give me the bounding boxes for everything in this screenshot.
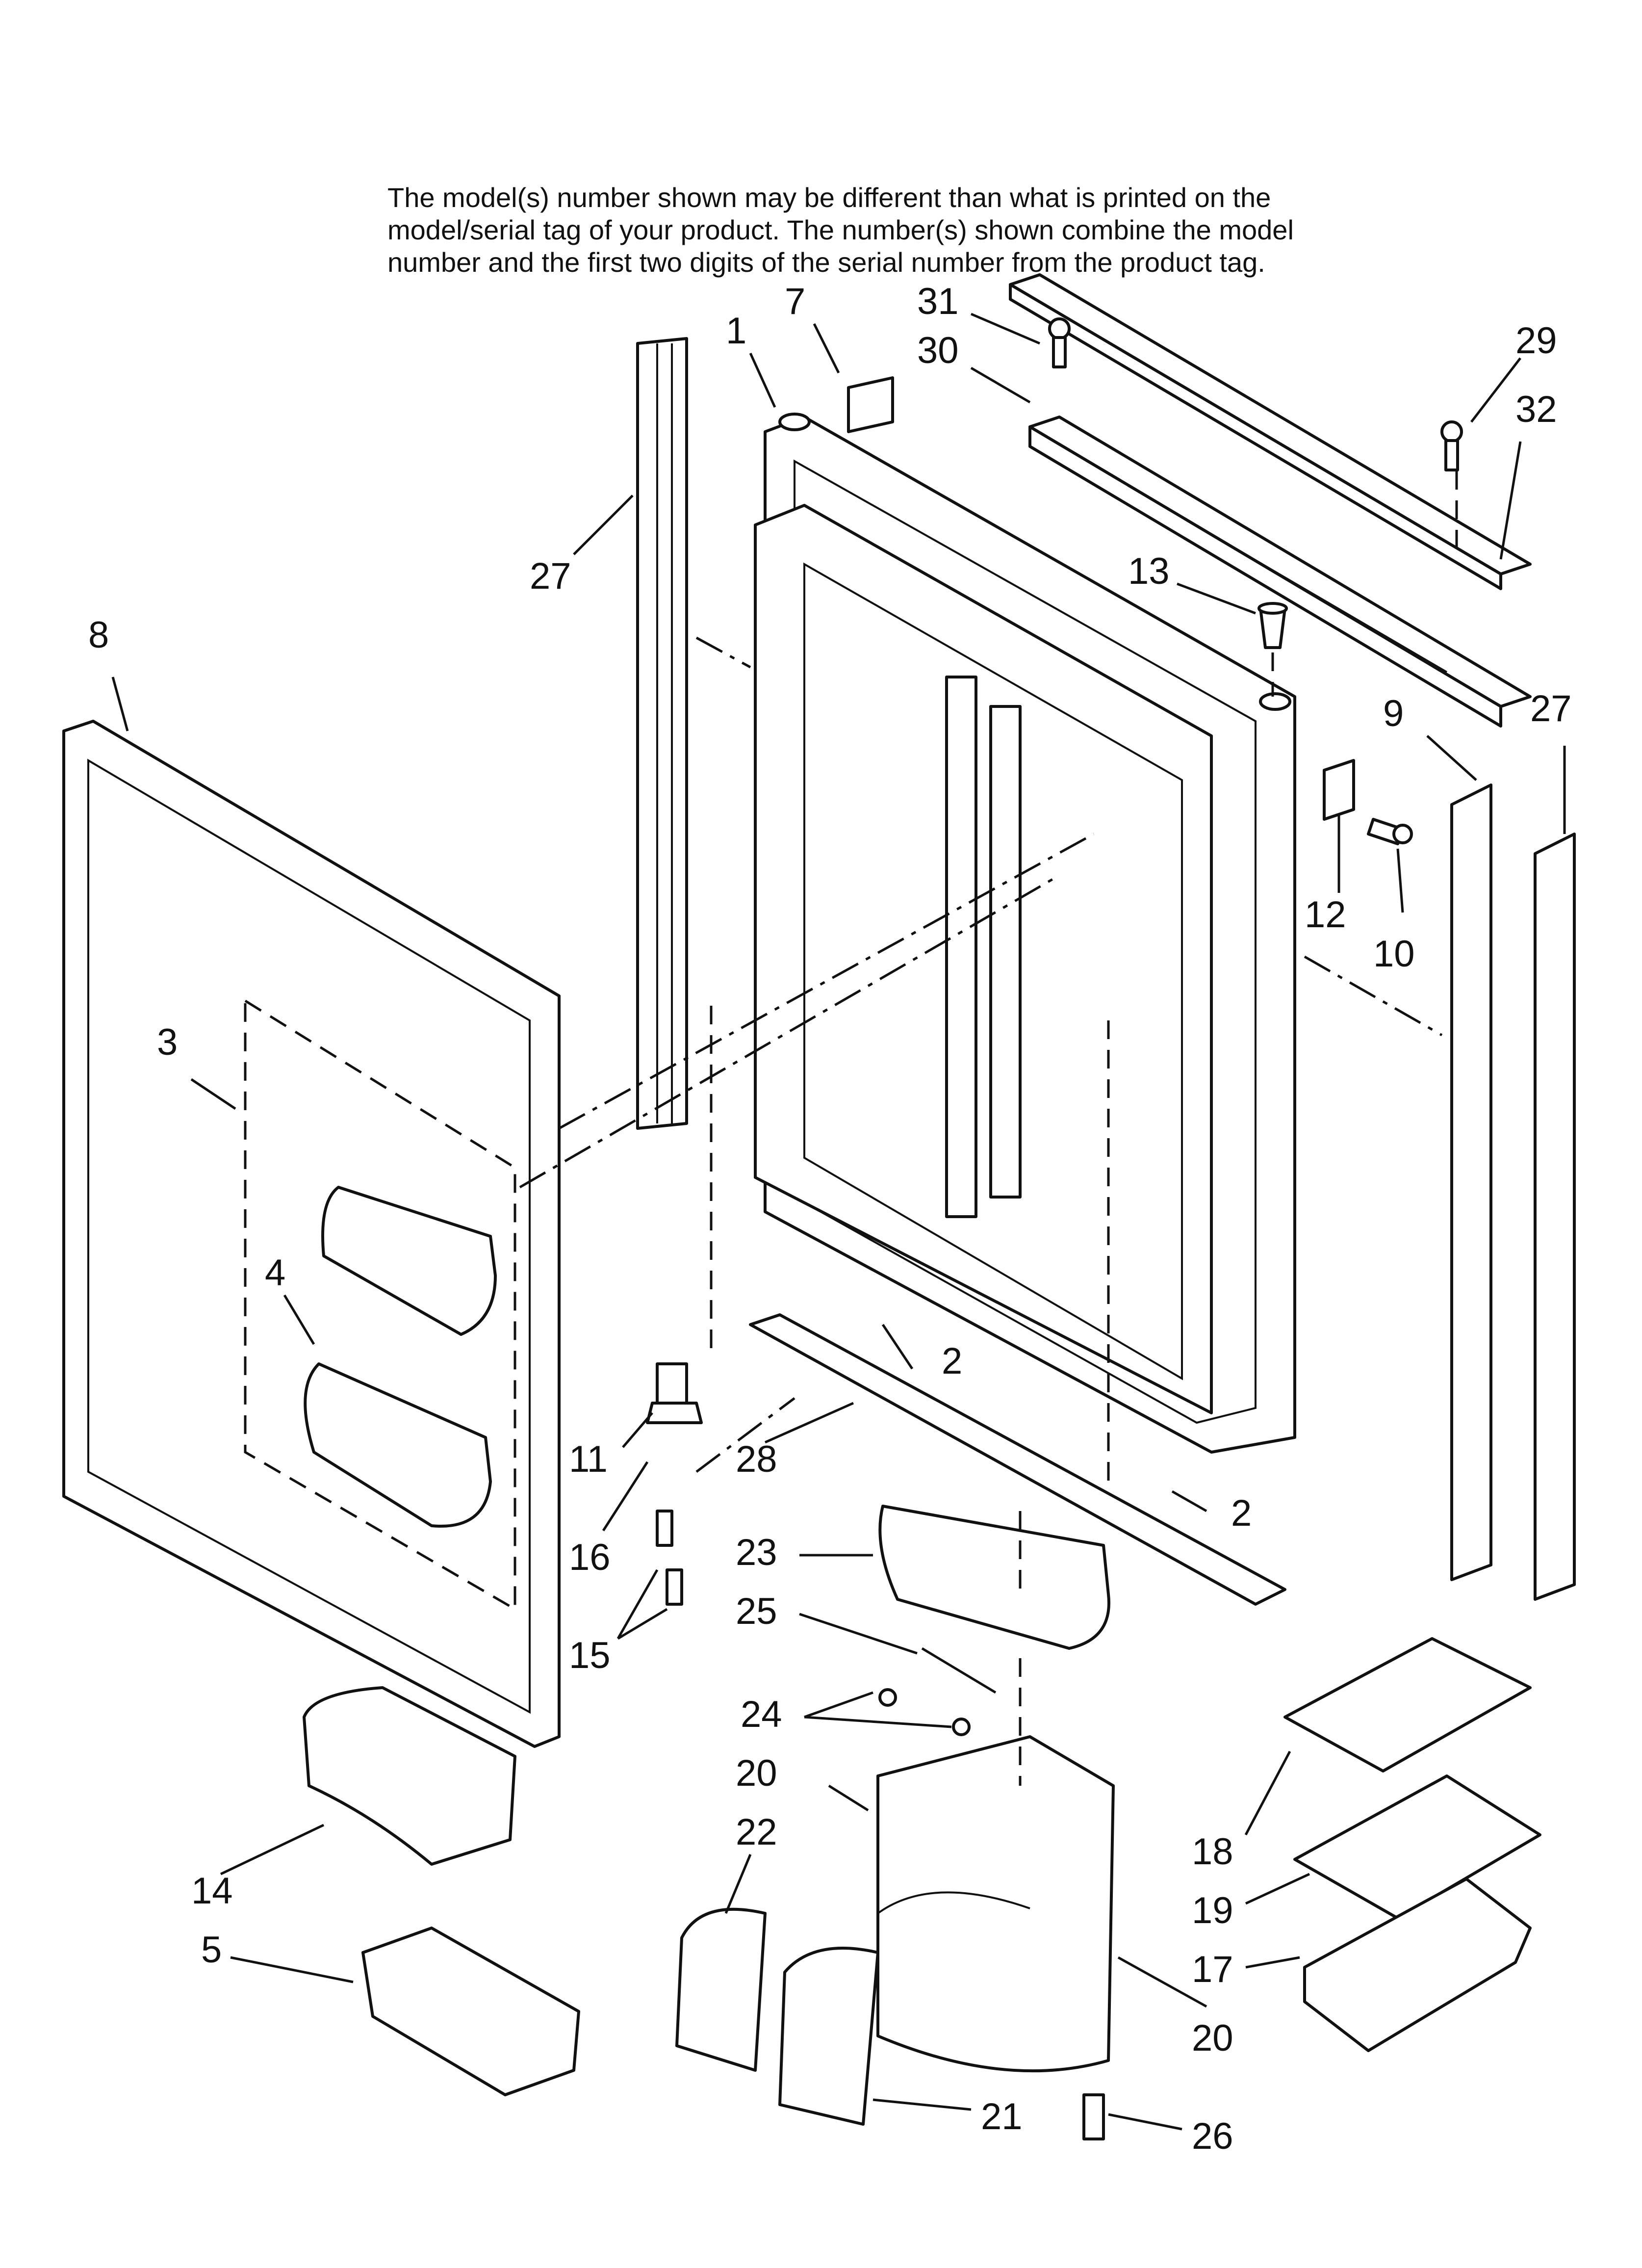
- door-bin-large-part: [303, 1686, 516, 1866]
- hinge-rail-part: [1028, 416, 1532, 728]
- callout-2-upper: 2: [942, 1340, 962, 1382]
- spring-clip-part: [878, 1688, 897, 1707]
- callout-27-right: 27: [1530, 688, 1572, 730]
- callout-10: 10: [1373, 933, 1415, 975]
- callout-5: 5: [201, 1929, 222, 1971]
- callout-9: 9: [1383, 693, 1404, 734]
- cover-right-part: [778, 1947, 879, 2126]
- callout-24: 24: [741, 1694, 782, 1735]
- callout-21: 21: [981, 2096, 1023, 2138]
- callout-16: 16: [569, 1537, 611, 1578]
- door-frame-part: [754, 413, 1296, 1454]
- callout-31: 31: [917, 281, 959, 322]
- callout-12: 12: [1305, 894, 1346, 936]
- handle-screw-part: [1367, 818, 1413, 845]
- crisper-drawer-part: [304, 1186, 497, 1528]
- spring-clip-part: [952, 1718, 971, 1736]
- callout-18: 18: [1192, 1831, 1233, 1873]
- callout-13: 13: [1128, 550, 1170, 592]
- door-gasket-trim-right-part: [1534, 833, 1576, 1601]
- screw-part: [1048, 317, 1071, 368]
- callout-1: 1: [726, 310, 746, 352]
- rod-part: [921, 1647, 997, 1694]
- callout-19: 19: [1192, 1890, 1233, 1931]
- note-line-3: number and the first two digits of the s…: [387, 247, 1265, 278]
- parts-note: The model(s) number shown may be differe…: [387, 182, 1466, 279]
- top-trim-part: [1009, 273, 1532, 590]
- storage-bin-part: [1303, 1877, 1532, 2052]
- callout-25: 25: [736, 1590, 777, 1632]
- label-part: [847, 376, 894, 433]
- callout-8: 8: [88, 614, 109, 656]
- hinge-bracket-part: [646, 1362, 703, 1606]
- handle-trim-right-part: [1450, 783, 1492, 1581]
- clip-part: [1082, 2093, 1105, 2140]
- callout-15: 15: [569, 1635, 611, 1676]
- callout-17: 17: [1192, 1949, 1233, 1990]
- callout-2-lower: 2: [1231, 1492, 1252, 1534]
- callout-20-upper: 20: [736, 1752, 777, 1794]
- callout-29: 29: [1515, 320, 1557, 362]
- callout-11: 11: [569, 1438, 608, 1480]
- callout-30: 30: [917, 330, 959, 371]
- callout-14: 14: [191, 1870, 233, 1912]
- callout-20-lower: 20: [1192, 2017, 1233, 2059]
- bottom-trim-part: [749, 1313, 1286, 1606]
- door-gasket-trim-left-part: [636, 337, 688, 1130]
- callout-labels: 1 2 2 3 4 5 7 8 9 10 11 12 13 14 15 16 1…: [88, 281, 1572, 2157]
- shelf-assembly-outline: [244, 998, 516, 1612]
- dairy-bin-part: [878, 1505, 1110, 1650]
- callout-4: 4: [265, 1252, 285, 1294]
- callout-26: 26: [1192, 2115, 1233, 2157]
- callout-32: 32: [1515, 389, 1557, 430]
- bracket-part: [1323, 759, 1355, 821]
- callout-28: 28: [736, 1438, 777, 1480]
- egg-tray-part: [1293, 1774, 1541, 1920]
- grommet-part: [1257, 602, 1288, 649]
- dispenser-housing-part: [876, 1735, 1115, 2073]
- callout-7: 7: [785, 281, 805, 322]
- callout-27-left: 27: [530, 555, 571, 597]
- callout-22: 22: [736, 1811, 777, 1853]
- note-line-2: model/serial tag of your product. The nu…: [387, 214, 1294, 245]
- door-bin-part: [361, 1927, 580, 2096]
- note-line-1: The model(s) number shown may be differe…: [387, 182, 1271, 213]
- egg-tray-cover-part: [1283, 1637, 1532, 1773]
- leader-lines: [111, 313, 1566, 2131]
- screw-part: [1440, 420, 1463, 471]
- cover-left-part: [675, 1907, 767, 2072]
- callout-3: 3: [157, 1021, 178, 1063]
- callout-23: 23: [736, 1532, 777, 1573]
